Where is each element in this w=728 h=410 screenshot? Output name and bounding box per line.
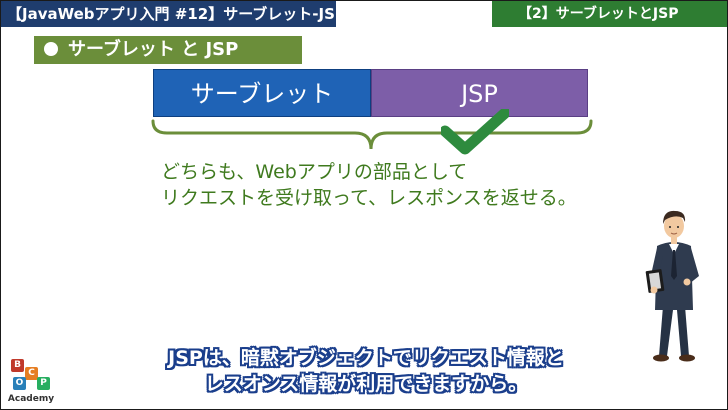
- logo-letter-o: O: [13, 377, 26, 390]
- section-heading: サーブレット と JSP: [34, 36, 302, 64]
- caption-line-1: JSPは、暗黙オブジェクトでリクエスト情報と: [168, 347, 564, 369]
- section-heading-text: サーブレット と JSP: [68, 39, 239, 60]
- logo-name: Academy: [7, 394, 55, 404]
- logo-cubes-icon: B C O P: [7, 357, 55, 393]
- jsp-box: JSP: [371, 69, 588, 117]
- logo-letter-b: B: [11, 359, 24, 372]
- curly-brace-icon: [151, 119, 593, 150]
- caption-subtitle: JSPは、暗黙オブジェクトでリクエスト情報と レスオンス情報が利用できますから。: [151, 345, 581, 397]
- caption-line-2: レスオンス情報が利用できますから。: [204, 373, 528, 395]
- chapter-label: 【2】サーブレットとJSP: [492, 1, 727, 27]
- logo-letter-p: P: [37, 377, 50, 390]
- businessman-illustration: [645, 210, 699, 362]
- bullet-dot-icon: [44, 42, 58, 56]
- description-line-1: どちらも、Webアプリの部品として: [161, 161, 468, 183]
- servlet-box: サーブレット: [153, 69, 371, 117]
- description-text: どちらも、Webアプリの部品として リクエストを受け取って、レスポンスを返せる。: [161, 159, 577, 211]
- video-title-bar: 【JavaWebアプリ入門 #12】サーブレット-JSP連携: [1, 1, 376, 27]
- description-line-2: リクエストを受け取って、レスポンスを返せる。: [161, 187, 577, 209]
- logo-letter-c: C: [25, 367, 38, 380]
- check-mark-icon: [441, 109, 509, 155]
- academy-logo: B C O P Academy: [7, 357, 55, 407]
